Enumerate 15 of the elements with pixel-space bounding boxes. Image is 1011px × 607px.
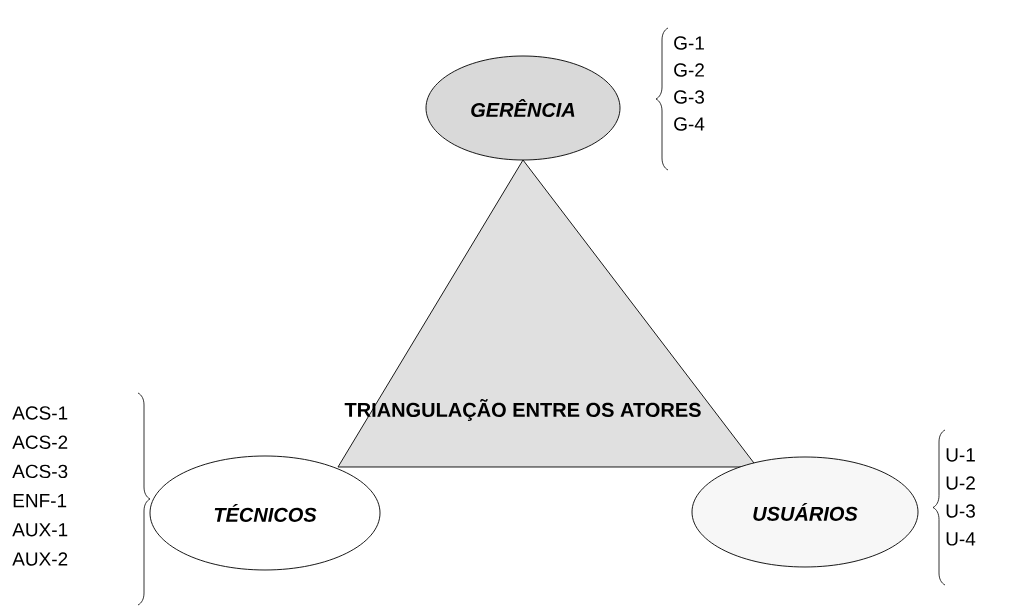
list-item: G-4 xyxy=(674,117,705,131)
list-item: G-2 xyxy=(674,63,704,77)
list-item: U-3 xyxy=(946,504,975,518)
list-item: U-2 xyxy=(946,476,975,490)
list-item: G-3 xyxy=(674,90,705,104)
list-item: ENF-1 xyxy=(13,494,67,508)
list-item: G-1 xyxy=(674,36,704,50)
list-item: ACS-3 xyxy=(12,464,68,479)
list-item: ACS-1 xyxy=(12,406,68,420)
list-item: ACS-2 xyxy=(12,435,68,449)
list-item: U-4 xyxy=(946,532,976,546)
list-item: AUX-2 xyxy=(12,552,68,566)
list-item: U-1 xyxy=(946,448,975,462)
triangle: TRIANGULAÇÃO ENTRE OS ATORES xyxy=(337,159,758,468)
list-item: AUX-1 xyxy=(12,523,68,537)
